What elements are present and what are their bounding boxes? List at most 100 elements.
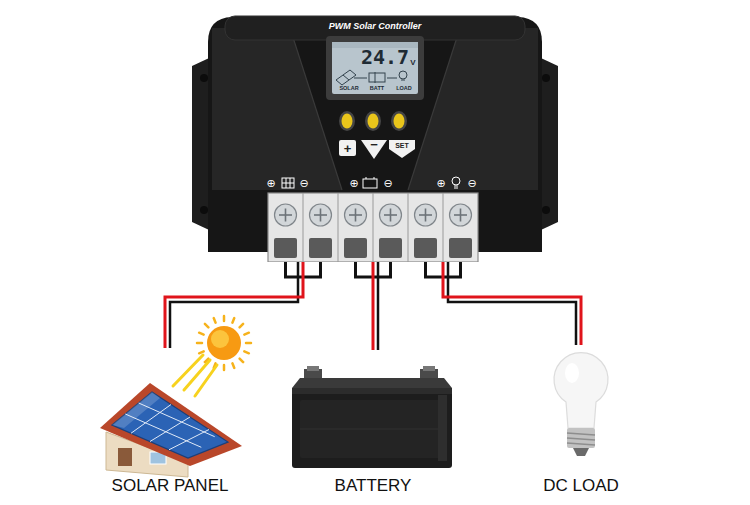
bulb-picture-part: [567, 433, 595, 445]
sun-picture-part-part: [205, 324, 209, 328]
cable-positive: [443, 262, 581, 345]
sun-picture-part-part: [199, 351, 204, 353]
controller-housing-part-part: [320, 209, 322, 222]
controller-housing-part: [275, 204, 472, 226]
controller-housing-part: [391, 111, 407, 131]
controller-housing-part-part: [452, 177, 460, 185]
sun-picture-part-part: [232, 318, 234, 323]
solar-house-picture-part: [112, 392, 160, 428]
solar-house-picture: [100, 383, 242, 477]
controller-housing-part: [282, 177, 460, 188]
polarity-mark: ⊕: [349, 178, 358, 189]
controller-housing-part-part: [450, 204, 472, 226]
controller-housing-part: [368, 114, 379, 129]
bulb-picture-part-part: [567, 438, 595, 440]
controller-housing-part-part: [282, 178, 294, 188]
sun-picture-part-part: [197, 342, 202, 345]
dc-load-unit: DC LOAD: [535, 345, 627, 500]
controller-housing-part: [542, 74, 550, 82]
bulb-picture-part: [554, 353, 608, 428]
sun-picture-part-part: [246, 342, 251, 345]
sun-picture-part: [207, 326, 241, 360]
controller-housing-part: [394, 114, 405, 129]
lcd-caption: LOAD: [396, 86, 412, 92]
controller-housing-part-part: [343, 75, 349, 80]
sun-picture: [173, 316, 251, 396]
controller-housing-part: [200, 74, 208, 82]
controller-housing-part-part: [338, 193, 339, 262]
controller-housing-part-part: [425, 209, 427, 222]
controller-housing-part: [332, 42, 418, 94]
controller-housing-part-part: [275, 204, 297, 226]
controller-housing-part-part: [303, 193, 304, 262]
sun-picture-part-part: [244, 351, 249, 353]
controller-housing-part-part: [309, 238, 332, 258]
controller-housing-part: [339, 140, 356, 156]
solar-house-picture-part: [100, 383, 242, 466]
controller-housing-part: [212, 28, 342, 190]
controller-housing-part: [268, 193, 478, 262]
controller-housing-part: [339, 111, 355, 131]
controller-housing-part-part: [366, 177, 367, 179]
controller-housing-part-part: [274, 238, 297, 258]
sun-picture-part-part: [232, 363, 234, 368]
controller-housing-part: [365, 111, 381, 131]
cable: [443, 262, 581, 345]
sun-picture-part-part: [199, 333, 204, 335]
controller-housing-part-part: [369, 73, 385, 82]
controller-housing-part-part: [408, 193, 409, 262]
bulb-picture-part-part: [567, 443, 595, 445]
controller-housing-part-part: [460, 209, 462, 222]
controller-housing-part-part: [336, 70, 356, 85]
polarity-mark: ⊕: [266, 178, 275, 189]
controller-housing-part: [200, 206, 208, 214]
controller-housing-part-part: [379, 238, 402, 258]
cable-positive: [165, 262, 303, 348]
controller-housing-part-part: [387, 78, 397, 79]
device-label: DC LOAD: [543, 476, 619, 496]
solar-house-picture-part-part: [169, 430, 209, 450]
bulb-picture-part: [567, 428, 595, 448]
controller-housing-part: [389, 140, 415, 158]
controller-housing-part-part: [373, 193, 374, 262]
battery-picture-part: [300, 429, 444, 430]
sun-picture-part-part: [173, 355, 203, 386]
device-label: SOLAR PANEL: [112, 476, 229, 496]
controller-housing-part-part: [399, 71, 407, 79]
controller-housing-part: [303, 193, 443, 262]
cable: [165, 262, 303, 348]
lcd-unit: V: [410, 59, 415, 67]
bulb-picture: [554, 353, 608, 456]
controller-housing-part-part: [285, 209, 287, 222]
controller-housing-part-part: [380, 204, 402, 226]
controller-title: PWM Solar Controller: [329, 21, 422, 31]
sun-picture-part-part: [244, 333, 249, 335]
button-symbol: +: [344, 142, 352, 155]
sun-picture-part: [173, 355, 217, 396]
sun-picture-part-part: [223, 365, 226, 370]
controller-housing-part: [342, 114, 353, 129]
polarity-mark: ⊖: [299, 178, 308, 189]
solar-house-picture-part-part: [125, 414, 201, 447]
controller-housing-part-part: [454, 186, 458, 187]
controller-housing-part-part: [282, 183, 294, 184]
controller-housing-part: [542, 206, 550, 214]
battery-picture-part: [292, 388, 452, 394]
sun-picture-part-part: [223, 316, 226, 321]
sun-picture-part-part: [240, 359, 244, 363]
controller-housing-part-part: [414, 238, 437, 258]
polarity-mark: ⊖: [383, 178, 392, 189]
controller-housing-part-part: [344, 238, 367, 258]
solar-house-picture-part-part: [139, 403, 215, 437]
battery-picture: [292, 366, 452, 468]
controller-housing-part-part: [449, 238, 472, 258]
sun-picture-part-part: [214, 318, 216, 323]
controller-housing-part: [279, 209, 467, 222]
controller-housing-part-part: [345, 204, 367, 226]
bulb-picture-part: [573, 448, 589, 456]
controller-housing-part-part: [415, 204, 437, 226]
sun-picture-part: [197, 316, 251, 370]
cable: [373, 262, 378, 350]
device-label: BATTERY: [335, 476, 412, 496]
